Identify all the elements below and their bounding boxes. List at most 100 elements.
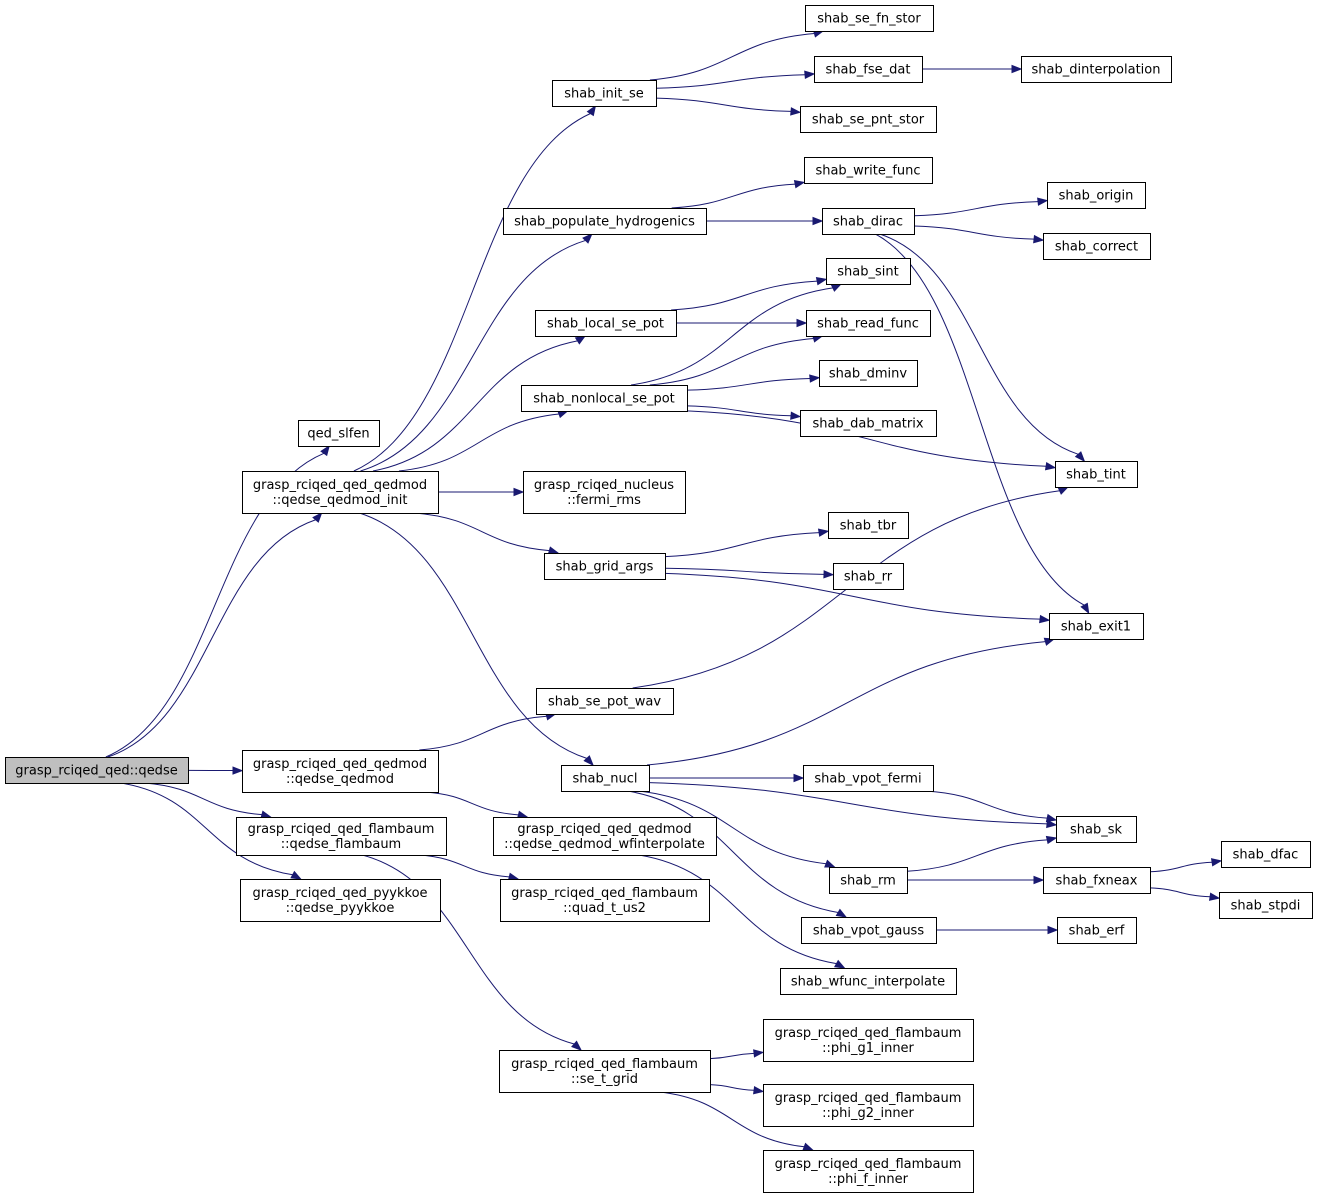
edge-fxneax-to-dfac: [1149, 858, 1223, 873]
node-flambaum[interactable]: grasp_rciqed_qed_flambaum::qedse_flambau…: [236, 817, 447, 856]
node-phi_g1[interactable]: grasp_rciqed_qed_flambaum::phi_g1_inner: [763, 1019, 974, 1062]
node-rm[interactable]: shab_rm: [829, 867, 908, 894]
node-exit1[interactable]: shab_exit1: [1049, 613, 1144, 640]
node-fse_dat[interactable]: shab_fse_dat: [814, 56, 923, 83]
node-local[interactable]: shab_local_se_pot: [535, 310, 677, 337]
node-read_func[interactable]: shab_read_func: [806, 310, 931, 337]
edge-arrowhead: [834, 959, 846, 969]
node-se_pot_wav[interactable]: shab_se_pot_wav: [536, 688, 674, 715]
edge-nucl-to-exit1: [646, 637, 1056, 766]
edge-arrowhead: [753, 1086, 765, 1095]
node-erf[interactable]: shab_erf: [1057, 917, 1137, 944]
edge-arrowhead: [835, 908, 848, 918]
node-vpot_fermi[interactable]: shab_vpot_fermi: [803, 765, 934, 792]
node-label: qed_slfen: [307, 427, 369, 442]
node-wfinterp[interactable]: grasp_rciqed_qed_qedmod::qedse_qedmod_wf…: [493, 817, 717, 856]
edge-arrowhead: [815, 277, 828, 286]
node-box: [801, 917, 937, 944]
node-label: shab_dfac: [1233, 848, 1299, 863]
edge-arrowhead: [1208, 892, 1221, 901]
node-label: grasp_rciqed_qed_pyykkoe: [252, 886, 427, 901]
edge-line: [926, 790, 1048, 819]
node-label: grasp_rciqed_qed_flambaum: [511, 1057, 698, 1072]
node-box: [1057, 917, 1137, 944]
edge-nucl-to-sk: [648, 782, 1058, 829]
node-box: [236, 817, 447, 856]
node-dinterp[interactable]: shab_dinterpolation: [1021, 56, 1172, 83]
node-box: [493, 817, 717, 856]
node-label: ::phi_g2_inner: [822, 1106, 914, 1121]
node-label: shab_init_se: [564, 87, 644, 102]
node-label: ::phi_f_inner: [828, 1172, 909, 1187]
node-label: shab_read_func: [817, 317, 919, 332]
node-rr[interactable]: shab_rr: [833, 563, 904, 590]
node-label: ::quad_t_us2: [563, 901, 646, 916]
node-label: grasp_rciqed_qed_flambaum: [775, 1091, 962, 1106]
node-root[interactable]: grasp_rciqed_qed::qedse: [5, 757, 189, 784]
edge-arrowhead: [1080, 602, 1090, 615]
node-grid_args[interactable]: shab_grid_args: [544, 553, 666, 580]
node-fxneax[interactable]: shab_fxneax: [1043, 867, 1151, 894]
node-label: grasp_rciqed_qed_qedmod: [517, 822, 691, 837]
edge-line: [664, 572, 1041, 620]
edge-line: [360, 239, 586, 472]
node-dirac[interactable]: shab_dirac: [822, 208, 915, 235]
edge-arrowhead: [320, 444, 330, 457]
node-nonlocal[interactable]: shab_nonlocal_se_pot: [521, 385, 688, 412]
node-fn_stor[interactable]: shab_se_fn_stor: [805, 5, 934, 32]
node-tbr[interactable]: shab_tbr: [828, 512, 909, 539]
node-vpot_gauss[interactable]: shab_vpot_gauss: [801, 917, 937, 944]
node-box: [826, 258, 911, 285]
edge-arrowhead: [574, 335, 587, 345]
node-pnt_stor[interactable]: shab_se_pnt_stor: [800, 106, 937, 133]
node-sint[interactable]: shab_sint: [826, 258, 911, 285]
edge-arrowhead: [583, 755, 594, 767]
node-dab_matrix[interactable]: shab_dab_matrix: [800, 410, 937, 437]
node-box: [242, 750, 439, 793]
node-phi_g2[interactable]: grasp_rciqed_qed_flambaum::phi_g2_inner: [763, 1084, 974, 1127]
edge-arrowhead: [790, 107, 802, 116]
edge-qedmod_init-to-init_se: [353, 104, 597, 472]
edge-arrowhead: [804, 70, 816, 79]
node-pyykkoe[interactable]: grasp_rciqed_qed_pyykkoe::qedse_pyykkoe: [240, 879, 441, 922]
node-write_func[interactable]: shab_write_func: [804, 157, 933, 184]
edge-rm-to-fxneax: [907, 875, 1045, 885]
node-box: [828, 512, 909, 539]
edge-populate-to-dirac: [706, 216, 824, 226]
node-label: shab_write_func: [815, 164, 920, 179]
node-populate[interactable]: shab_populate_hydrogenics: [503, 208, 707, 235]
node-nucl[interactable]: shab_nucl: [561, 765, 650, 792]
node-correct[interactable]: shab_correct: [1043, 233, 1151, 260]
edge-nonlocal-to-dminv: [686, 374, 821, 391]
node-qed_slfen[interactable]: qed_slfen: [298, 420, 380, 447]
edge-line: [362, 854, 575, 1045]
node-label: shab_sint: [837, 265, 898, 280]
node-qedmod_init[interactable]: grasp_rciqed_qed_qedmod::qedse_qedmod_in…: [242, 471, 439, 514]
node-qedmod[interactable]: grasp_rciqed_qed_qedmod::qedse_qedmod: [242, 750, 439, 793]
node-box: [763, 1019, 974, 1062]
edge-line: [655, 97, 792, 112]
node-tint[interactable]: shab_tint: [1055, 461, 1138, 488]
edge-arrowhead: [824, 859, 836, 868]
node-label: grasp_rciqed_qed_qedmod: [253, 757, 427, 772]
node-phi_f[interactable]: grasp_rciqed_qed_flambaum::phi_f_inner: [763, 1150, 974, 1193]
node-wfunc_interp[interactable]: shab_wfunc_interpolate: [780, 968, 957, 995]
node-origin[interactable]: shab_origin: [1047, 182, 1146, 209]
edge-qedmod_init-to-nonlocal: [398, 410, 569, 472]
edge-arrowhead: [586, 104, 597, 117]
node-quad[interactable]: grasp_rciqed_qed_flambaum::quad_t_us2: [500, 879, 710, 922]
edge-init_se-to-fse_dat: [655, 70, 816, 89]
node-stpdi[interactable]: shab_stpdi: [1219, 892, 1313, 919]
node-dfac[interactable]: shab_dfac: [1221, 841, 1311, 868]
edge-grid_args-to-rr: [664, 567, 835, 579]
node-box: [552, 80, 657, 107]
node-box: [1219, 892, 1313, 919]
node-fermi_rms[interactable]: grasp_rciqed_nucleus::fermi_rms: [523, 471, 686, 514]
node-init_se[interactable]: shab_init_se: [552, 80, 657, 107]
edge-qedmod-to-se_pot_wav: [419, 712, 557, 751]
node-dminv[interactable]: shab_dminv: [819, 360, 918, 387]
edge-populate-to-write_func: [671, 180, 806, 209]
edge-vpot_gauss-to-erf: [936, 925, 1059, 935]
node-sk[interactable]: shab_sk: [1056, 816, 1137, 843]
node-se_t_grid[interactable]: grasp_rciqed_qed_flambaum::se_t_grid: [499, 1050, 711, 1093]
